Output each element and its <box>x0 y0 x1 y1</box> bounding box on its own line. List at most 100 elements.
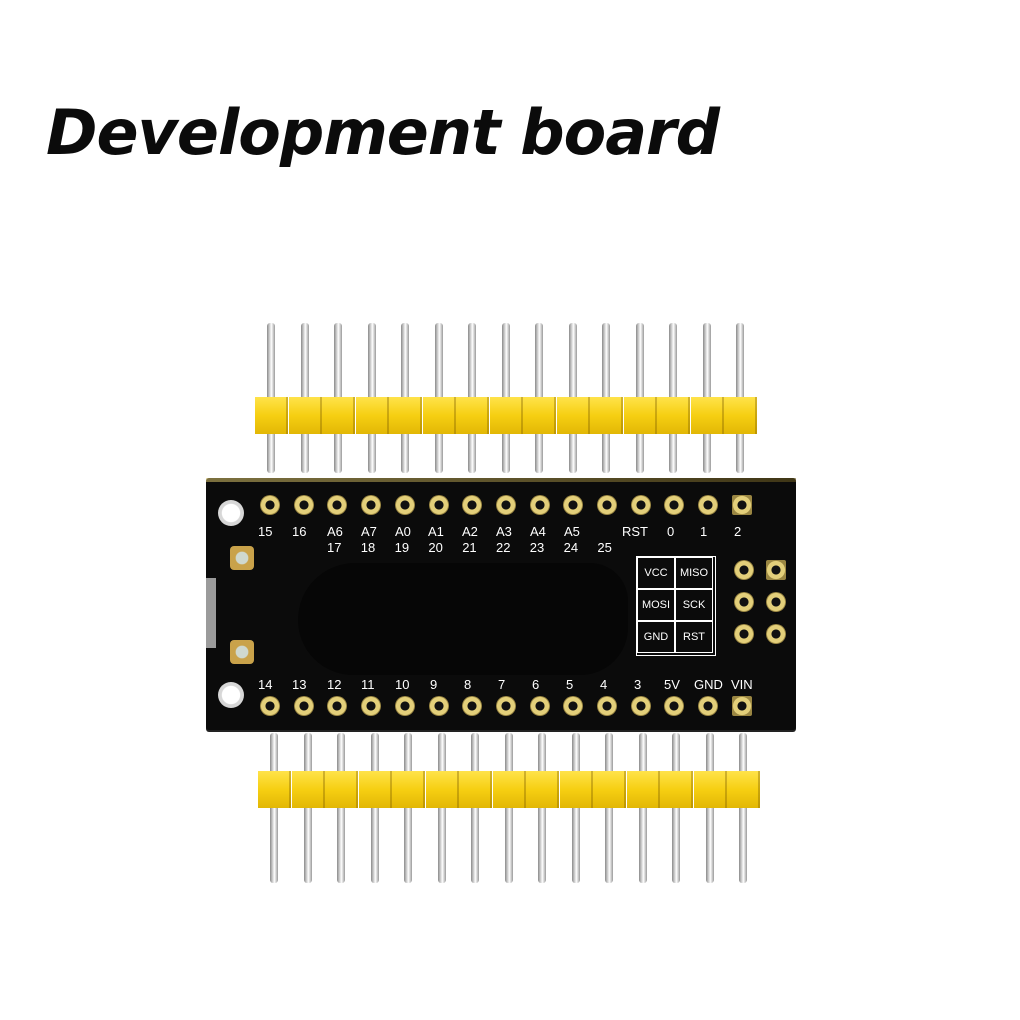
header-plastic <box>358 771 392 808</box>
header-plastic <box>392 771 425 808</box>
header-pin <box>672 733 680 883</box>
solder-pad <box>734 624 754 644</box>
pin-label: 6 <box>532 677 540 692</box>
pin-label: VIN <box>731 677 753 692</box>
led-component <box>230 546 254 570</box>
pin-label: A5 <box>564 524 580 539</box>
icsp-label-box: VCC MISO MOSI SCK GND RST <box>636 556 716 656</box>
header-plastic <box>593 771 626 808</box>
icsp-label: MISO <box>675 557 713 589</box>
header-plastic <box>291 771 325 808</box>
pin-label: 10 <box>395 677 410 692</box>
header-plastic <box>389 397 422 434</box>
solder-pad <box>361 495 382 515</box>
solder-pad <box>462 696 483 716</box>
header-pin <box>404 733 412 883</box>
solder-pad <box>293 495 314 515</box>
bottom-pin-header <box>258 733 778 893</box>
pin-label: RST <box>622 524 648 539</box>
header-plastic <box>322 397 355 434</box>
pin-label: 12 <box>327 677 342 692</box>
header-plastic <box>556 397 590 434</box>
pin-label: 17 <box>327 540 342 555</box>
pin-label: A4 <box>530 524 546 539</box>
header-pin <box>303 733 312 883</box>
top-pin-header <box>255 323 775 483</box>
header-plastic <box>660 771 693 808</box>
header-plastic <box>626 771 660 808</box>
microcontroller-chip <box>298 563 628 675</box>
pin-label: 0 <box>667 524 675 539</box>
pin-label: A6 <box>327 524 343 539</box>
pin-label: 22 <box>496 540 511 555</box>
header-plastic <box>559 771 593 808</box>
header-pin <box>270 733 278 883</box>
pin-label: 9 <box>430 677 438 692</box>
solder-pad <box>734 592 754 612</box>
icsp-label: SCK <box>675 589 713 621</box>
header-plastic <box>724 397 757 434</box>
header-plastic <box>693 771 727 808</box>
header-pin <box>437 733 446 883</box>
solder-pad <box>327 495 348 515</box>
header-pin <box>471 733 479 883</box>
header-pin <box>638 733 647 883</box>
solder-pad <box>664 696 685 716</box>
solder-pad <box>394 696 415 716</box>
solder-pad <box>766 560 786 580</box>
pin-label: GND <box>694 677 723 692</box>
solder-pad <box>361 696 382 716</box>
solder-pad <box>597 696 617 716</box>
header-plastic <box>258 771 291 808</box>
pin-label: 21 <box>462 540 477 555</box>
solder-pad <box>731 696 752 716</box>
solder-pad <box>734 560 754 580</box>
solder-pad <box>260 696 280 716</box>
solder-pad <box>394 495 415 515</box>
pin-label: 19 <box>394 540 410 555</box>
header-plastic <box>456 397 489 434</box>
header-plastic <box>422 397 456 434</box>
header-plastic <box>459 771 492 808</box>
pin-label: 5 <box>566 677 574 692</box>
pin-label: 20 <box>428 540 443 555</box>
header-plastic <box>255 397 288 434</box>
led-component <box>230 640 254 664</box>
pin-label: 16 <box>292 524 307 539</box>
solder-pad <box>428 696 449 716</box>
header-plastic <box>690 397 724 434</box>
pin-label: A2 <box>462 524 478 539</box>
solder-pad <box>529 495 550 515</box>
header-pin <box>739 733 747 883</box>
solder-pad <box>260 495 280 515</box>
icsp-label: GND <box>637 621 675 653</box>
pin-label: 2 <box>734 524 742 539</box>
icsp-label: VCC <box>637 557 675 589</box>
header-plastic <box>492 771 526 808</box>
header-plastic <box>425 771 459 808</box>
solder-pad <box>293 696 314 716</box>
header-pin <box>705 733 714 883</box>
pin-label: 13 <box>292 677 307 692</box>
header-pin <box>538 733 546 883</box>
pin-label: 15 <box>258 524 273 539</box>
usb-connector <box>206 578 216 648</box>
solder-pad <box>462 495 483 515</box>
mount-hole <box>218 500 244 526</box>
solder-pad <box>495 696 516 716</box>
header-plastic <box>523 397 556 434</box>
solder-pad <box>563 696 584 716</box>
solder-pad <box>529 696 550 716</box>
pin-label: A1 <box>428 524 444 539</box>
solder-pad <box>630 696 651 716</box>
solder-pad <box>698 495 719 515</box>
icsp-label: MOSI <box>637 589 675 621</box>
header-pin <box>571 733 580 883</box>
solder-pad <box>766 624 786 644</box>
solder-pad <box>327 696 348 716</box>
solder-pad <box>664 495 685 515</box>
solder-pad <box>630 495 651 515</box>
pin-label: 18 <box>360 540 376 555</box>
header-pin <box>605 733 613 883</box>
